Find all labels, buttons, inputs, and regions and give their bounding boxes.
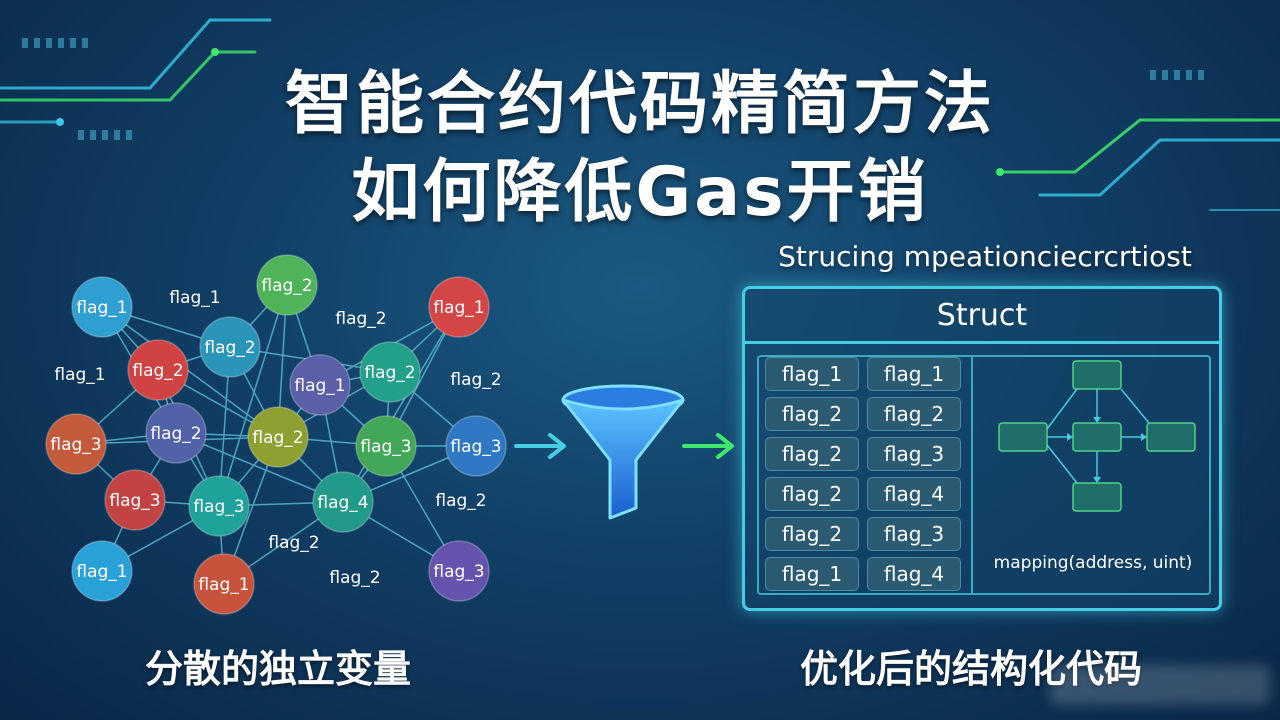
floating-variable-label: flag_2 [450,370,501,390]
struct-flag-cell: flag_4 [867,557,961,591]
variable-node-label: flag_1 [433,298,484,318]
arrow-right-icon [682,433,734,459]
variable-node: flag_3 [428,540,490,602]
title-line-1: 智能合约代码精简方法 [284,65,995,144]
variable-node: flag_1 [71,276,133,338]
variable-node-label: flag_3 [50,435,101,455]
variable-node-label: flag_4 [317,493,368,513]
mapping-panel: mapping(address, uint) [971,355,1211,595]
variable-node: flag_2 [145,402,207,464]
variable-node-label: flag_3 [360,437,411,457]
floating-variable-label: flag_2 [329,568,380,588]
struct-flag-cell: flag_1 [765,357,859,391]
struct-flag-cell: flag_1 [867,357,961,391]
flow-box [1146,422,1196,452]
funnel-icon [561,384,685,520]
variable-node: flag_2 [127,339,189,401]
variable-node: flag_2 [256,254,318,316]
struct-flag-cell: flag_4 [867,477,961,511]
variable-node: flag_1 [289,354,351,416]
flow-box [998,422,1048,452]
variable-node-label: flag_1 [294,376,345,396]
variable-node: flag_1 [193,553,255,615]
struct-flag-cell: flag_3 [867,437,961,471]
variable-node: flag_2 [247,406,309,468]
title-line-2: 如何降低Gas开销 [351,153,929,232]
graph-edge [342,306,460,503]
graph-edge [218,284,288,507]
struct-flag-cell: flag_2 [765,517,859,551]
variable-node: flag_1 [71,540,133,602]
variable-node-label: flag_3 [433,562,484,582]
variable-node: flag_3 [45,413,107,475]
struct-heading: Strucing mpeationciecrcrtiost [778,240,1192,273]
struct-flag-cell: flag_2 [765,437,859,471]
graph-edge [101,306,279,438]
graph-edge [175,432,344,503]
flow-box [1072,360,1122,390]
struct-flag-cell: flag_3 [867,517,961,551]
variable-node-label: flag_3 [193,497,244,517]
floating-variable-label: flag_2 [268,533,319,553]
floating-variable-label: flag_1 [169,288,220,308]
variable-node-label: flag_3 [450,437,501,457]
floating-variable-label: flag_1 [54,365,105,385]
struct-flag-cell: flag_2 [765,477,859,511]
variable-node-label: flag_2 [150,424,201,444]
structured-caption: 优化后的结构化代码 [800,647,1143,691]
variable-node: flag_4 [312,471,374,533]
variable-node-label: flag_2 [132,361,183,381]
variable-node-label: flag_2 [261,276,312,296]
variable-node: flag_3 [188,475,250,537]
scattered-variables-graph: flag_1flag_2flag_1flag_2flag_2flag_1flag… [45,254,507,615]
variable-node-label: flag_1 [198,575,249,595]
struct-flag-cell: flag_2 [867,397,961,431]
variable-node: flag_2 [199,316,261,378]
variable-node: flag_3 [104,469,166,531]
variable-node-label: flag_2 [364,363,415,383]
mapping-flow-diagram [998,360,1196,512]
variable-node: flag_1 [428,276,490,338]
watermark [1050,665,1270,705]
arrow-right-icon [514,433,566,459]
variable-node: flag_3 [445,415,507,477]
floating-variable-label: flag_2 [435,491,486,511]
variable-node: flag_3 [355,415,417,477]
variable-node-label: flag_1 [76,562,127,582]
variable-node-label: flag_3 [109,491,160,511]
struct-flag-cell: flag_1 [765,557,859,591]
scattered-caption: 分散的独立变量 [145,647,412,691]
mapping-label: mapping(address, uint) [993,553,1193,573]
variable-node-label: flag_2 [252,428,303,448]
flow-box [1072,482,1122,512]
variable-node-label: flag_2 [204,338,255,358]
struct-label: Struct [745,289,1219,344]
variable-node-label: flag_1 [76,298,127,318]
floating-variable-label: flag_2 [335,309,386,329]
struct-flag-cell: flag_2 [765,397,859,431]
variable-node: flag_2 [359,341,421,403]
flow-box [1072,422,1122,452]
